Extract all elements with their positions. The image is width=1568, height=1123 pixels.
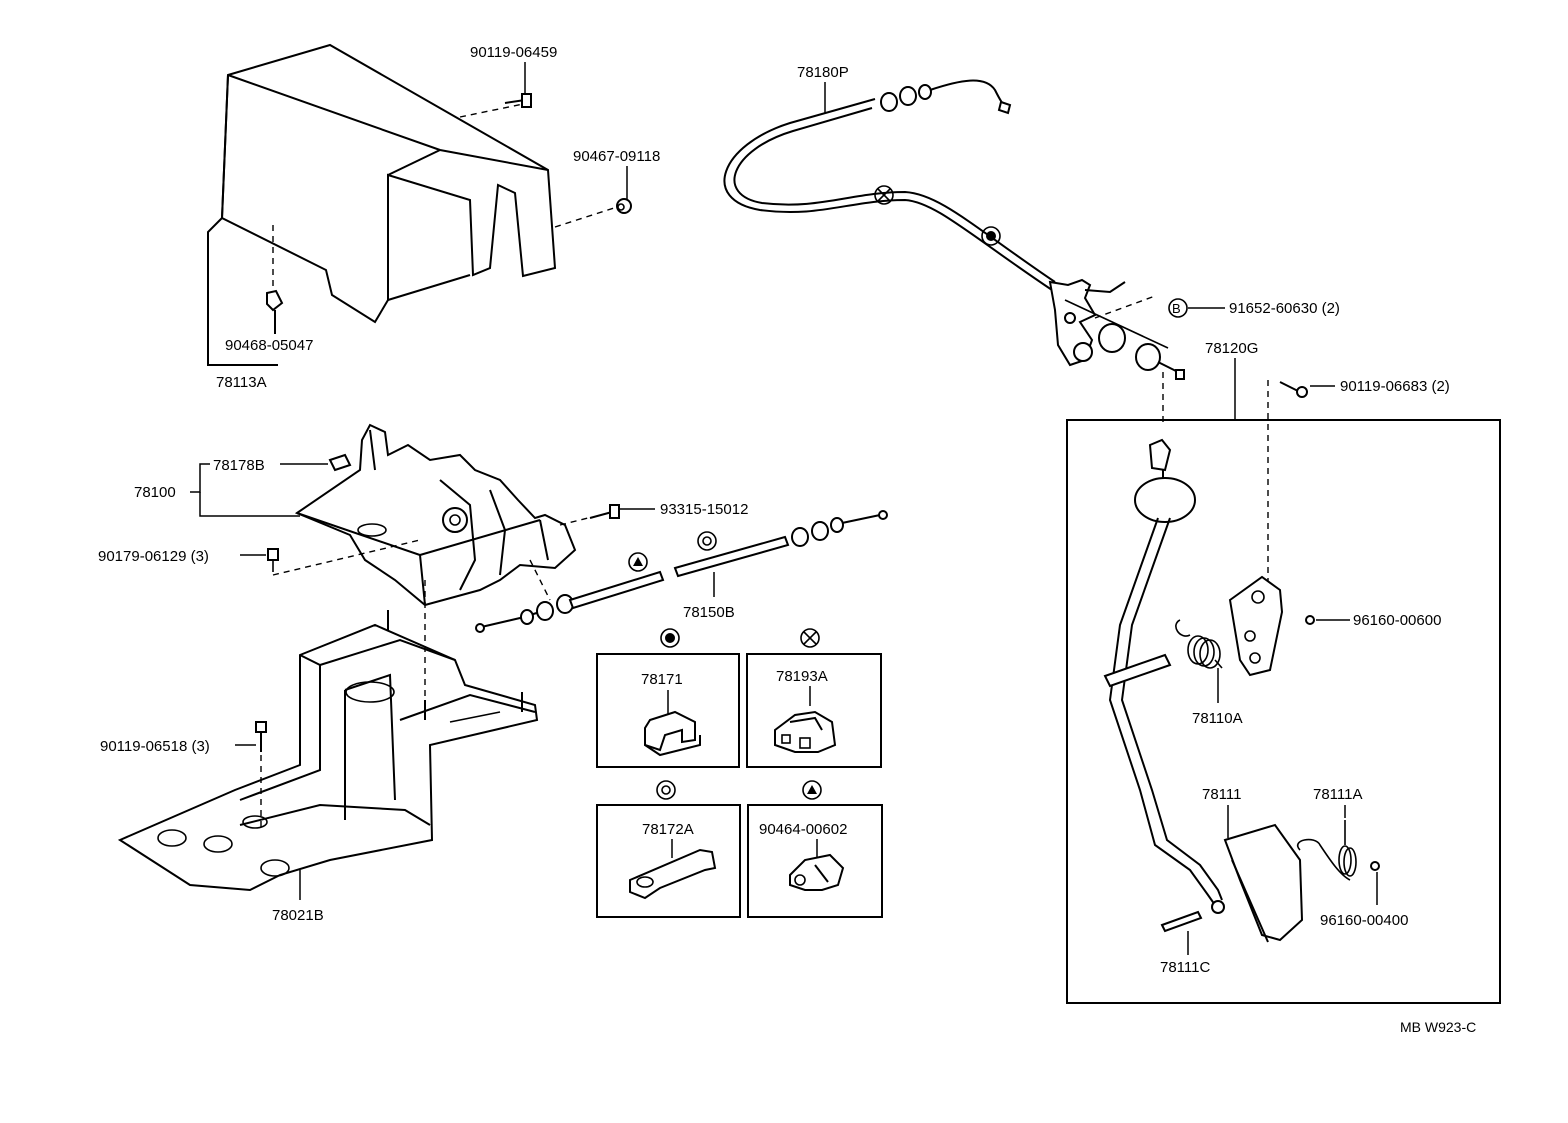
label-90468-05047: 90468-05047 (225, 337, 313, 354)
label-78180p: 78180P (797, 64, 849, 81)
cable-78150b (475, 510, 888, 633)
spring-78111a (1296, 820, 1357, 881)
detail-box-78172a (596, 804, 741, 918)
floor-plate-78021b (117, 610, 539, 892)
bolt-90119-06518 (255, 721, 267, 752)
label-96160-00600: 96160-00600 (1353, 612, 1441, 629)
detail-box-78171 (596, 653, 740, 768)
nut-90179-06129 (267, 548, 279, 572)
clip-90467-09118 (616, 198, 632, 214)
pedal-arm (1108, 438, 1225, 914)
label-96160-00400: 96160-00400 (1320, 912, 1408, 929)
label-90119-06459: 90119-06459 (470, 44, 557, 61)
label-78113a: 78113A (216, 374, 267, 391)
pedal-bracket-78100 (294, 423, 577, 607)
label-90464-00602: 90464-00602 (759, 821, 847, 838)
label-90119-06518: 90119-06518 (3) (100, 738, 210, 755)
label-78120g: 78120G (1205, 340, 1258, 357)
ring-circle-marker-78172a (656, 780, 676, 800)
bracket-stopper (1228, 575, 1284, 677)
label-78171: 78171 (641, 671, 683, 688)
label-93315-15012: 93315-15012 (660, 501, 748, 518)
label-78110a: 78110A (1192, 710, 1243, 727)
cover-78113a (207, 43, 557, 366)
detail-box-78193a (746, 653, 882, 768)
bolt-93315-15012 (589, 504, 620, 519)
cable-78180p (723, 79, 1056, 291)
filled-circle-marker-upper (981, 226, 1001, 246)
svg-text:B: B (1172, 301, 1181, 316)
nut-96160-00600 (1305, 615, 1315, 625)
ring-circle-marker-cable (697, 531, 717, 551)
bolt-90119-06683 (1279, 381, 1308, 398)
letter-b-circle-marker: B (1168, 298, 1188, 318)
cross-circle-marker-78193a (800, 628, 820, 648)
reference-code: MB W923-C (1400, 1019, 1476, 1035)
clip-90464-00602 (789, 853, 845, 891)
bolt-90119-06459 (504, 93, 532, 108)
spring-78110a (1175, 619, 1223, 669)
triangle-circle-marker-90464 (802, 780, 822, 800)
label-78172a: 78172A (642, 821, 694, 838)
detail-box-90464-00602 (747, 804, 883, 918)
label-90467-09118: 90467-09118 (573, 148, 660, 165)
filled-circle-marker-78171 (660, 628, 680, 648)
label-78111a: 78111A (1313, 786, 1363, 803)
label-78021b: 78021B (272, 907, 324, 924)
nut-96160-00400 (1370, 861, 1380, 871)
triangle-circle-marker-cable (628, 552, 648, 572)
pin-78110a-shaft (1103, 653, 1172, 688)
cushion-78178b (328, 453, 352, 472)
clip-90468-05047 (266, 289, 284, 334)
label-90179-06129: 90179-06129 (3) (98, 548, 209, 565)
label-78111c: 78111C (1160, 959, 1210, 976)
label-91652-60630: 91652-60630 (2) (1229, 300, 1340, 317)
cross-circle-marker-upper (874, 185, 894, 205)
pedal-assembly-frame (1066, 419, 1501, 1004)
label-78150b: 78150B (683, 604, 735, 621)
label-78100: 78100 (134, 484, 176, 501)
label-78193a: 78193A (776, 668, 828, 685)
label-78178b: 78178B (213, 457, 265, 474)
clip-78172a (629, 848, 717, 900)
label-78111: 78111 (1202, 786, 1242, 803)
clip-78171 (644, 710, 701, 757)
cable-end-bracket (1048, 278, 1185, 380)
label-90119-06683: 90119-06683 (2) (1340, 378, 1450, 395)
pin-78111c (1160, 910, 1203, 933)
clip-78193a (774, 710, 837, 753)
pedal-pad-78111 (1223, 823, 1304, 943)
